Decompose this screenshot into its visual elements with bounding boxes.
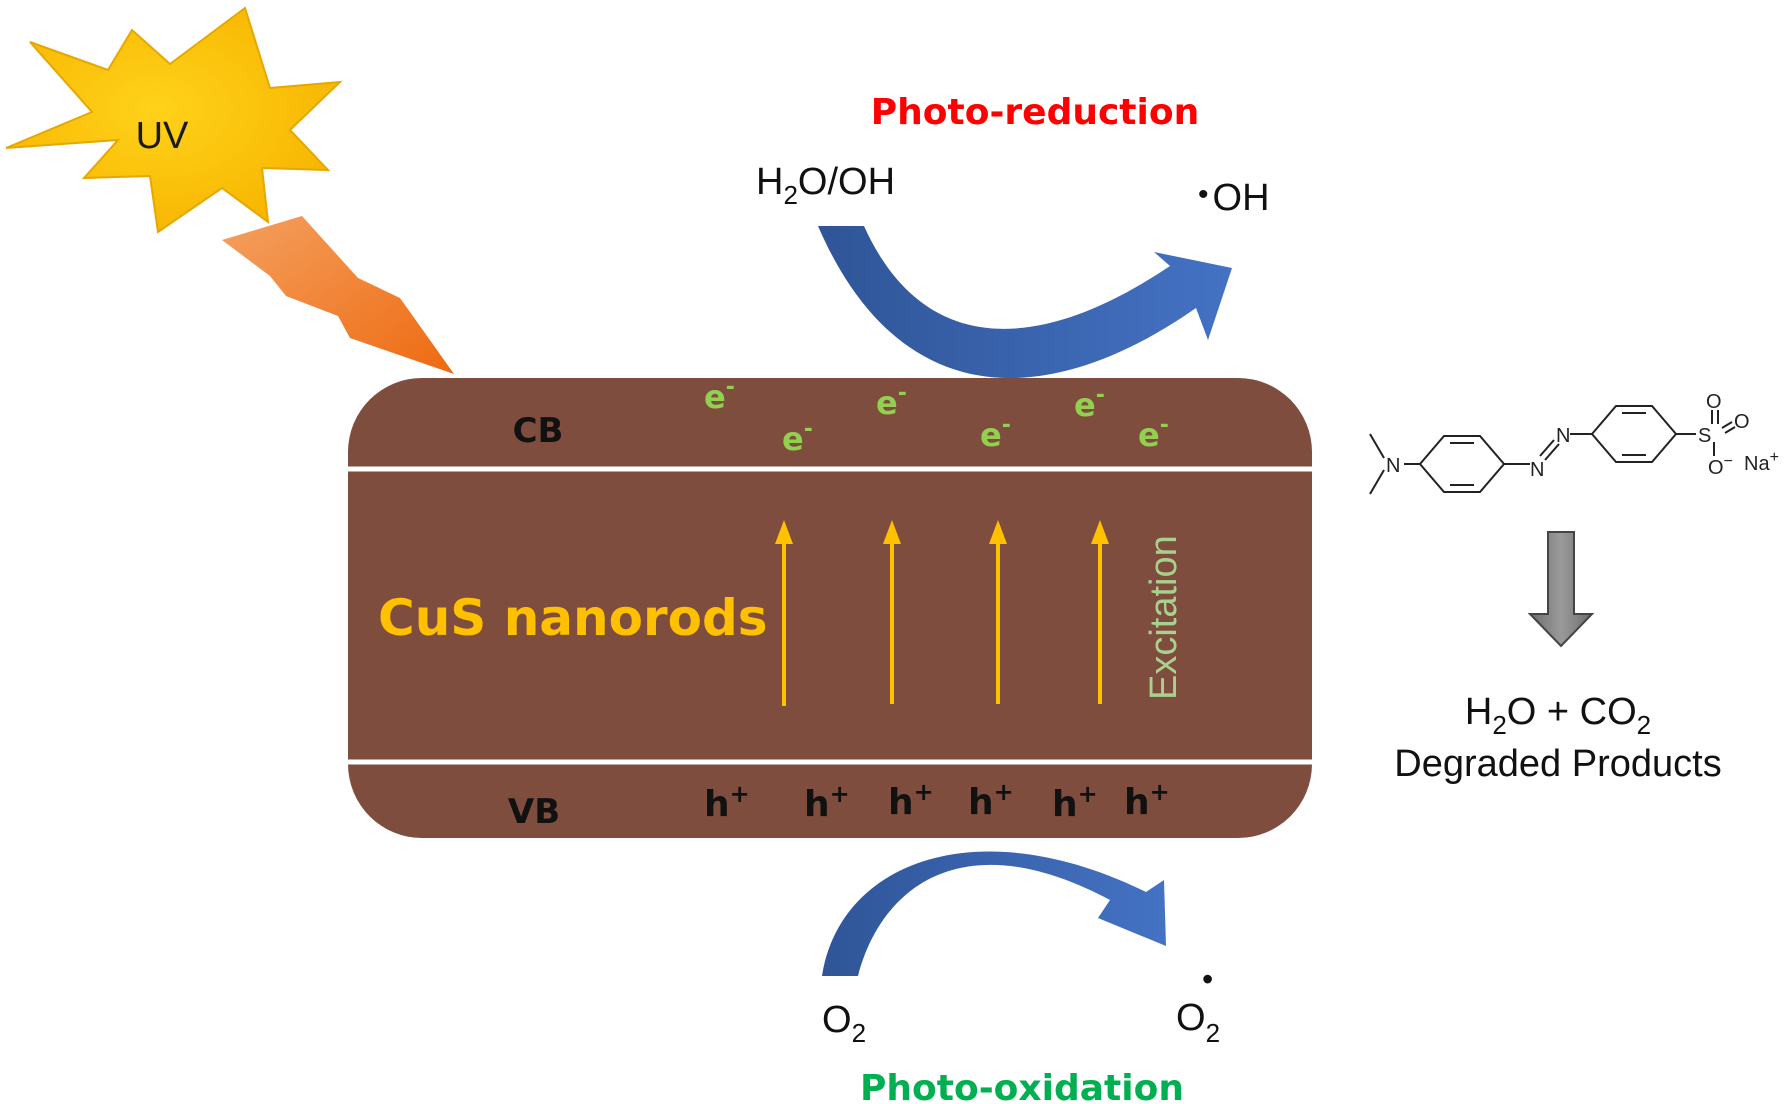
excitation-label: Excitation: [1143, 535, 1185, 700]
photo-reduction-label: Photo-reduction: [871, 92, 1199, 133]
oxidation-curve-arrow: [822, 851, 1166, 976]
excitation-arrow: [989, 520, 1007, 704]
oxygen-label: O: [1734, 411, 1750, 433]
photo-oxidation-label: Photo-oxidation: [860, 1068, 1184, 1104]
excitation-arrows: [775, 520, 1109, 706]
azo-n-label: N: [1556, 425, 1570, 447]
hole-label: h+: [1124, 778, 1170, 823]
electron-label: e-: [1074, 383, 1105, 424]
products-formula: H2O + CO2: [1465, 691, 1651, 740]
reduction-curve-arrow: [818, 226, 1232, 379]
cus-nanorod: CB VB CuS nanorods Excitation e- e- e- e…: [348, 375, 1312, 838]
methyl-orange-molecule: [1369, 405, 1736, 495]
molecule-atom-labels: N N N S O O O− Na+: [1386, 391, 1779, 481]
hole-label: h+: [1052, 780, 1098, 825]
rod-body: [348, 378, 1312, 838]
uv-sun-icon: UV: [5, 6, 343, 234]
sulfur-label: S: [1698, 425, 1711, 447]
hole-label: h+: [888, 778, 934, 823]
electron-label: e-: [704, 375, 735, 416]
electrons: e- e- e- e- e- e-: [704, 375, 1169, 458]
hole-label: h+: [968, 778, 1014, 823]
amine-n-label: N: [1386, 455, 1400, 477]
oxygen-label: O: [1706, 391, 1722, 413]
azo-n-label: N: [1530, 459, 1544, 481]
hole-label: h+: [804, 780, 850, 825]
electron-label: e-: [1138, 413, 1169, 454]
cb-label: CB: [513, 411, 564, 451]
hydroxyl-radical-label: •OH: [1198, 177, 1270, 219]
holes: h+ h+ h+ h+ h+ h+: [704, 778, 1170, 825]
excitation-arrow: [883, 520, 901, 704]
vb-label: VB: [508, 792, 560, 832]
electron-label: e-: [876, 381, 907, 422]
degradation-arrow: [1527, 531, 1595, 648]
reactant-top-label: H2O/OH: [756, 161, 895, 210]
excitation-arrow: [775, 520, 793, 706]
degraded-products-label: Degraded Products: [1394, 743, 1721, 785]
cus-nanorods-label: CuS nanorods: [378, 589, 768, 647]
uv-label: UV: [136, 115, 189, 157]
oxygen-anion-label: O−: [1708, 453, 1733, 479]
oxygen-reactant-label: O2: [822, 999, 866, 1048]
superoxide-label: O2•: [1176, 961, 1220, 1048]
lightning-bolt-icon: [222, 216, 454, 374]
excitation-arrow: [1091, 520, 1109, 704]
sodium-label: Na+: [1744, 449, 1779, 475]
electron-label: e-: [782, 417, 813, 458]
hole-label: h+: [704, 780, 750, 825]
electron-label: e-: [980, 413, 1011, 454]
